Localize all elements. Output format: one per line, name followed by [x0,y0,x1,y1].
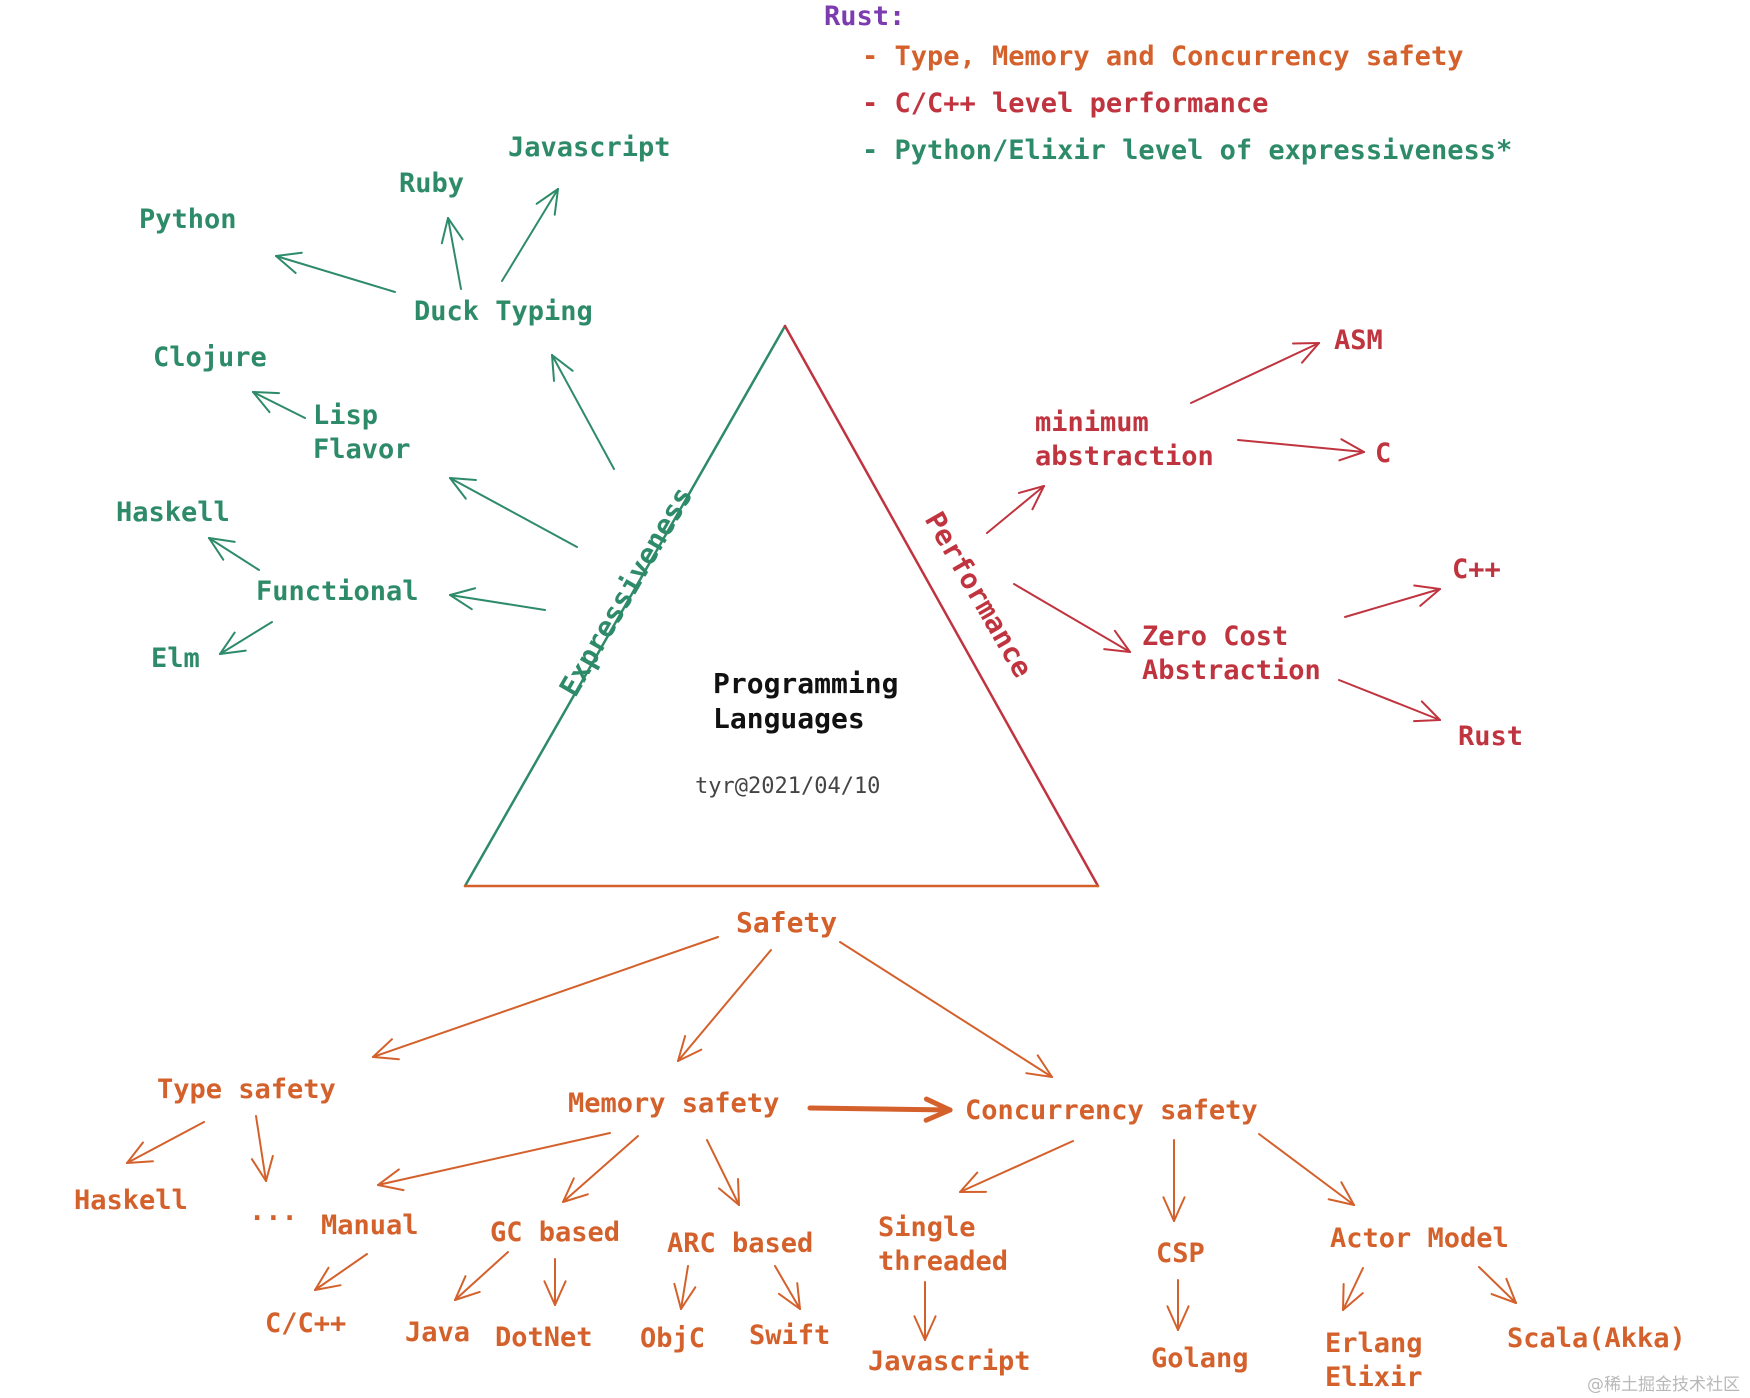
node-javascript: Javascript [508,132,671,163]
arrow-expressiveness-to-duck-typing [551,354,615,470]
arrow-memory-to-gc [562,1135,639,1203]
node-rust: Rust [1458,721,1524,752]
node-memory-safety: Memory safety [568,1088,780,1119]
triangle-right-edge [783,324,1100,888]
node-python: Python [139,204,237,235]
arrow-arc-to-swift [774,1265,801,1310]
arrow-zero-cost-to-rust [1338,679,1441,723]
arrow-manual-to-ccpp [314,1253,368,1291]
arrow-functional-to-haskell [208,537,260,571]
arrow-single-to-javascript [913,1281,937,1341]
node-haskell-orange: Haskell [74,1185,188,1216]
arrow-duck-to-javascript [501,188,559,282]
arrow-safety-to-memory [677,949,772,1062]
node-scala-akka: Scala(Akka) [1507,1323,1686,1354]
center-title: Programming Languages [713,667,899,736]
node-erlang-elixir: Erlang Elixir [1325,1328,1423,1394]
arrow-actor-to-erlang [1342,1267,1364,1311]
node-single-threaded: Single threaded [878,1212,1009,1278]
node-gc-based: GC based [490,1217,621,1248]
arrow-actor-to-scala [1478,1266,1517,1304]
node-c-cpp: C/C++ [265,1308,347,1339]
arrow-memory-to-manual [377,1132,611,1192]
rust-point-expressiveness: - Python/Elixir level of expressiveness* [862,135,1513,166]
arrow-type-to-haskell [126,1121,205,1164]
node-objc: ObjC [640,1323,706,1354]
arrow-type-to-ellipsis [250,1115,274,1182]
arrow-memory-to-concurrency [807,1096,953,1123]
arrow-safety-to-concurrency [839,941,1053,1078]
axis-label-safety: Safety [736,906,838,939]
arrow-memory-to-arc [706,1139,740,1206]
node-ruby: Ruby [399,168,465,199]
arrow-gc-to-java [454,1251,509,1301]
node-elm: Elm [151,643,200,674]
arrow-safety-to-type [372,936,719,1061]
arrow-duck-to-python [275,251,396,293]
node-javascript-orange: Javascript [868,1346,1031,1377]
rust-title: Rust: [824,1,906,32]
rust-point-performance: - C/C++ level performance [862,88,1269,119]
node-clojure: Clojure [153,342,267,373]
node-duck-typing: Duck Typing [414,296,593,327]
node-java: Java [405,1317,471,1348]
arrow-concurrency-to-actor [1258,1133,1355,1206]
node-golang: Golang [1151,1343,1249,1374]
node-ellipsis: ... [249,1196,298,1227]
arrow-lisp-to-clojure [252,391,306,419]
triangle-left-edge [463,324,787,888]
node-dotnet: DotNet [495,1322,593,1353]
arrow-concurrency-to-single [959,1140,1074,1193]
node-actor-model: Actor Model [1330,1223,1509,1254]
arrow-expressiveness-to-lisp [449,477,578,548]
arrow-expressiveness-to-functional [449,587,546,611]
node-csp: CSP [1156,1238,1205,1269]
arrow-minimum-to-asm [1190,342,1320,404]
node-cpp: C++ [1452,554,1501,585]
node-manual: Manual [321,1210,419,1241]
arrow-minimum-to-c [1237,438,1365,462]
arrow-zero-cost-to-cpp [1344,584,1441,618]
rust-point-safety: - Type, Memory and Concurrency safety [862,41,1464,72]
arrow-concurrency-to-csp [1162,1139,1186,1222]
arrow-csp-to-golang [1166,1279,1190,1331]
node-swift: Swift [749,1320,831,1351]
node-arc-based: ARC based [667,1228,814,1259]
arrow-performance-to-zero-cost [1013,583,1131,653]
center-signature: tyr@2021/04/10 [695,774,881,799]
node-lisp-flavor: Lisp Flavor [313,400,411,466]
arrow-functional-to-elm [219,621,273,655]
node-minimum-abstraction: minimum abstraction [1035,407,1214,473]
node-type-safety: Type safety [157,1074,336,1105]
node-asm: ASM [1334,325,1383,356]
node-c: C [1375,438,1392,469]
node-zero-cost-abstraction: Zero Cost Abstraction [1142,621,1321,687]
watermark: @稀土掘金技术社区 [1587,1375,1740,1395]
arrow-performance-to-minimum [986,485,1045,534]
node-concurrency-safety: Concurrency safety [965,1095,1258,1126]
node-haskell-green: Haskell [116,497,230,528]
arrow-duck-to-ruby [440,217,464,290]
node-functional: Functional [256,576,419,607]
arrow-gc-to-dotnet [543,1258,567,1306]
arrow-arc-to-objc [673,1265,697,1310]
